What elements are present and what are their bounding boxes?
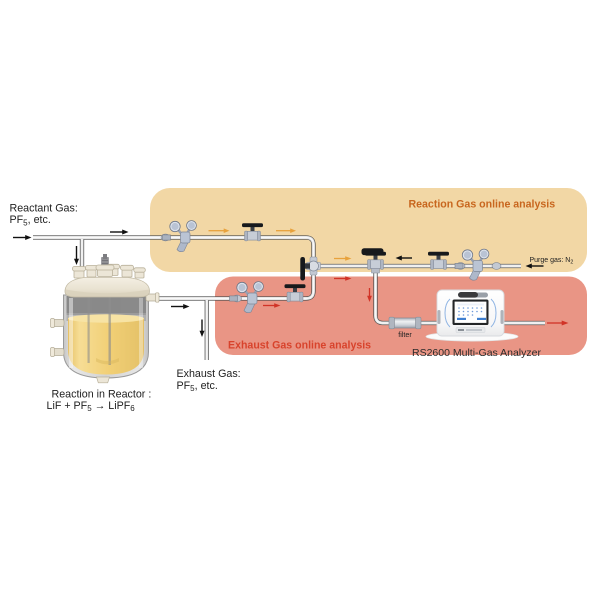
svg-text:PF5, etc.: PF5, etc. [177, 380, 218, 393]
svg-text:RS2600 Multi-Gas Analyzer: RS2600 Multi-Gas Analyzer [412, 347, 541, 359]
svg-text:filter: filter [398, 330, 412, 339]
svg-text:Exhaust Gas online analysis: Exhaust Gas online analysis [228, 339, 371, 351]
svg-text:Purge gas: N2: Purge gas: N2 [530, 257, 574, 266]
svg-text:PF5, etc.: PF5, etc. [10, 214, 51, 227]
svg-text:Reaction in Reactor :: Reaction in Reactor : [52, 389, 152, 401]
svg-text:Reaction Gas online analysis: Reaction Gas online analysis [409, 198, 556, 210]
svg-text:LiF + PF5 → LiPF6: LiF + PF5 → LiPF6 [47, 400, 136, 413]
svg-text:Reactant Gas:: Reactant Gas: [10, 203, 78, 215]
svg-text:Exhaust Gas:: Exhaust Gas: [177, 368, 241, 380]
